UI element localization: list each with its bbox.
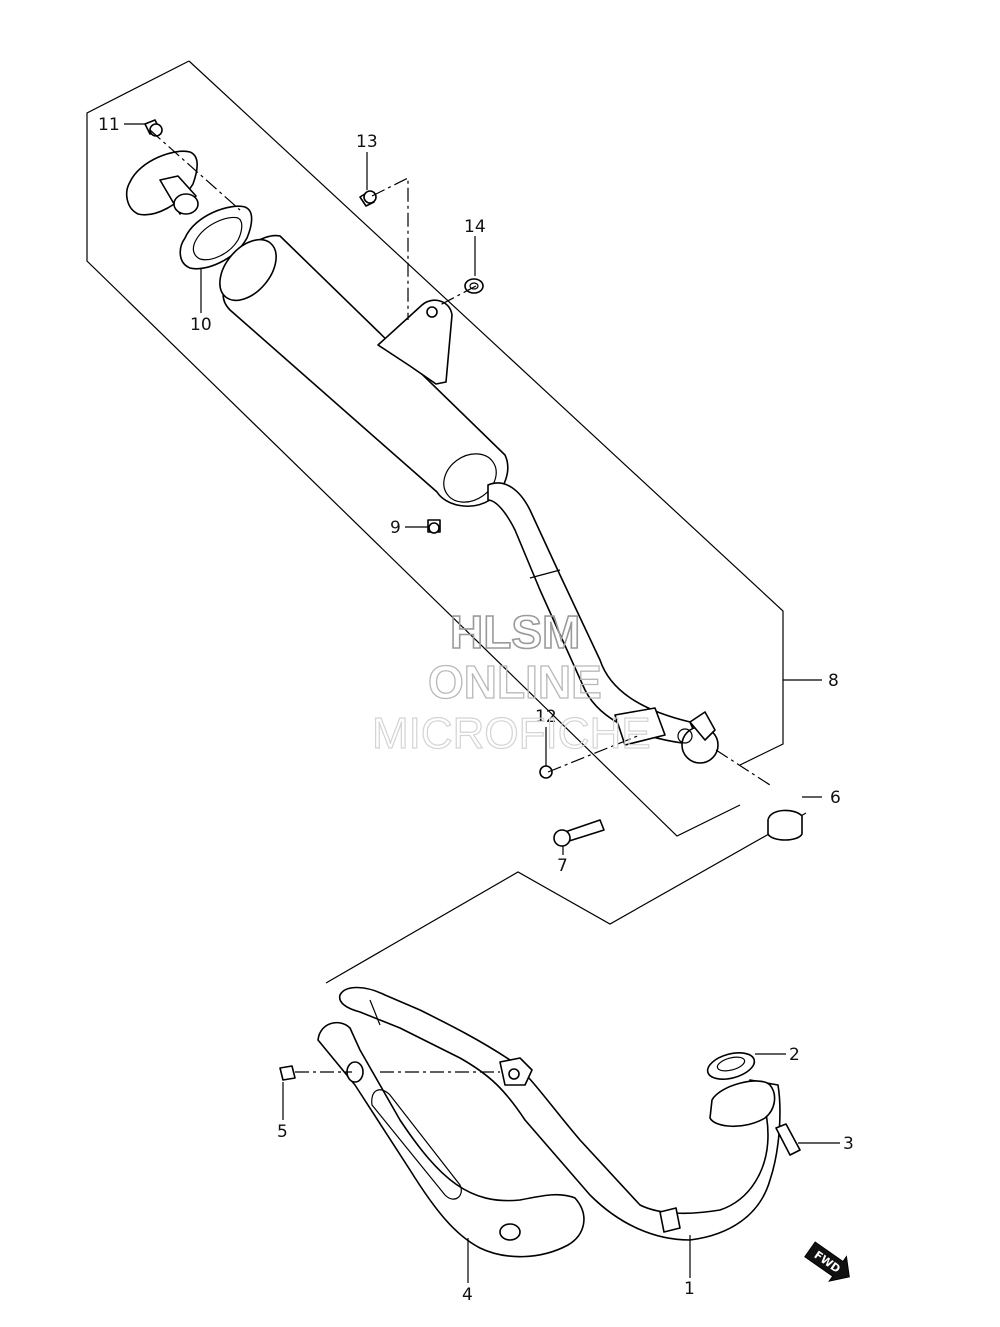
callout-9: 9 [390, 518, 401, 538]
fwd-arrow-icon [804, 1241, 850, 1282]
callout-4: 4 [462, 1285, 473, 1305]
assembly-outline [86, 60, 741, 837]
leader-lines [124, 123, 840, 1283]
screw-5 [279, 1065, 296, 1081]
assembly-outline-right [188, 60, 784, 766]
heat-shield [317, 1021, 585, 1258]
watermark-line-3: MICROFICHE [372, 709, 651, 758]
callout-13: 13 [356, 132, 378, 152]
exhaust-pipe [338, 986, 801, 1241]
fwd-direction-badge: FWD [804, 1241, 850, 1282]
dash-3 [439, 285, 477, 306]
dash-2 [371, 177, 409, 320]
dash-4 [547, 734, 641, 773]
dash-5 [715, 749, 771, 786]
muffler [125, 150, 719, 764]
hardware-muffler [144, 119, 803, 847]
pipe-group-outline [325, 812, 807, 984]
callout-7: 7 [557, 856, 568, 876]
dash-1 [149, 129, 241, 211]
callout-5: 5 [277, 1122, 288, 1142]
watermark-line-2: ONLINE [428, 656, 602, 708]
callout-3: 3 [843, 1134, 854, 1154]
callout-8: 8 [828, 671, 839, 691]
callout-14: 14 [464, 217, 486, 237]
watermark-line-1: HLSM [450, 606, 580, 658]
callout-12: 12 [535, 707, 557, 727]
callout-10: 10 [190, 315, 212, 335]
callout-6: 6 [830, 788, 841, 808]
callout-11: 11 [98, 115, 120, 135]
callout-1: 1 [684, 1279, 695, 1299]
callout-2: 2 [789, 1045, 800, 1065]
